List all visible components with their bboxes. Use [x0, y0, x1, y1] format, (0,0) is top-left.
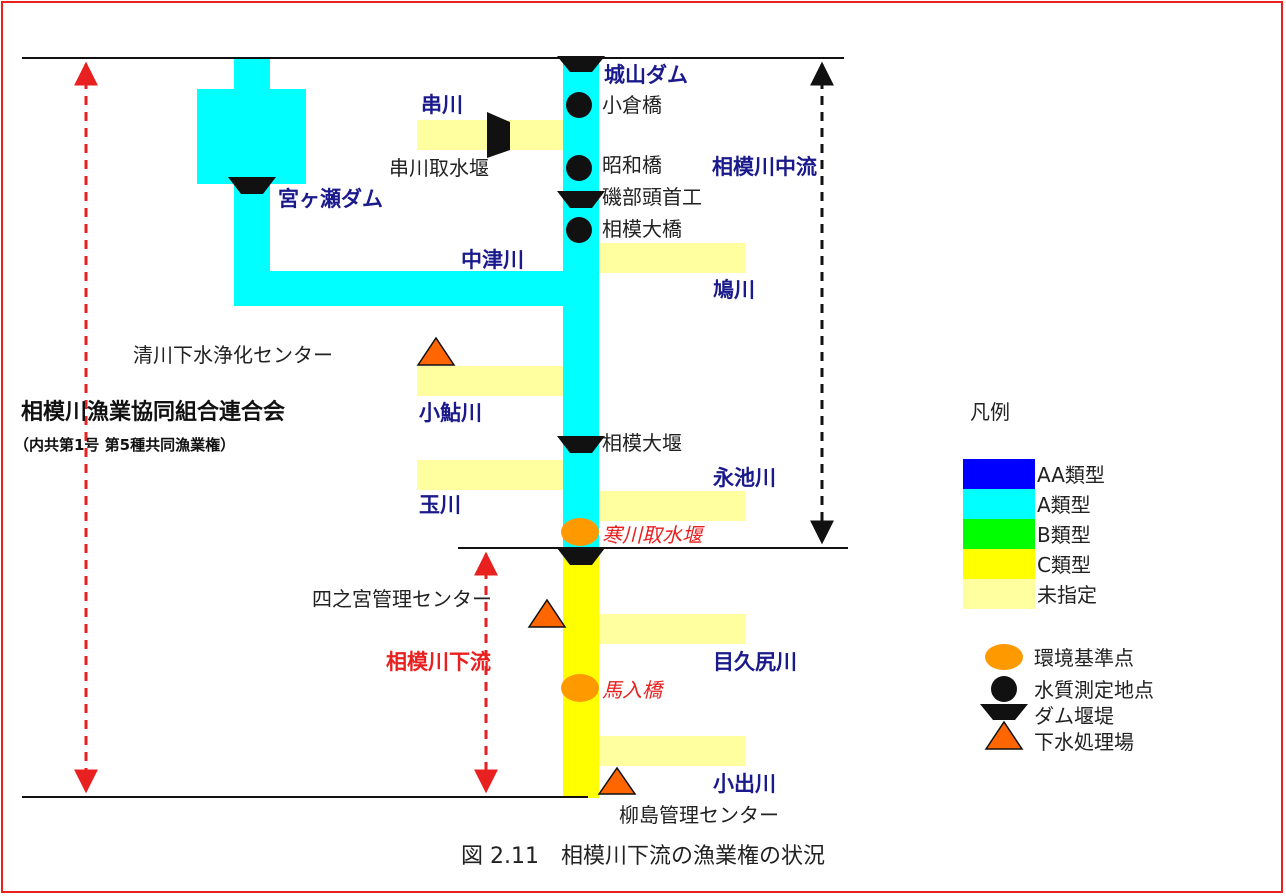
miyagase-lake — [197, 89, 306, 184]
legend-swatch-a — [963, 489, 1035, 519]
umairi-env-point-icon — [561, 674, 599, 702]
fishery-right-label: （内共第1号 第5種共同漁業権） — [14, 436, 235, 454]
legend-label-unassigned: 未指定 — [1037, 583, 1097, 607]
kiyokawa-plant-icon — [416, 336, 456, 366]
isobe-weir-icon — [557, 191, 605, 208]
fishery-union-label: 相模川漁業協同組合連合会 — [21, 399, 285, 425]
koayugawa-label: 小鮎川 — [419, 401, 482, 425]
nagaikegawa-label: 永池川 — [712, 466, 776, 490]
legend-swatch-c — [963, 549, 1035, 579]
orange-ellipse-icon — [985, 644, 1023, 670]
miyagase-dam-icon — [228, 177, 276, 194]
legend: 凡例 AA類型 A類型 B類型 C類型 未指定 環境基準点 水質測定地点 ダム堰… — [963, 400, 1154, 754]
legend-label-measure-point: 水質測定地点 — [1034, 678, 1154, 702]
nagaikegawa-band — [598, 491, 746, 521]
ogura-bridge-point-icon — [566, 92, 592, 118]
yanagishima-center-label: 柳島管理センター — [619, 803, 779, 827]
legend-label-aa: AA類型 — [1037, 463, 1105, 487]
hatogawa-band — [598, 243, 746, 273]
legend-label-c: C類型 — [1037, 553, 1091, 577]
legend-label-sewage: 下水処理場 — [1034, 730, 1134, 754]
tamagawa-label: 玉川 — [419, 493, 461, 517]
kushikawa-weir-label: 串川取水堰 — [389, 156, 489, 180]
kiyokawa-center-label: 清川下水浄化センター — [133, 343, 333, 367]
sagami-ohashi-label: 相模大橋 — [602, 217, 682, 241]
sagami-ohashi-point-icon — [566, 217, 592, 243]
miyagase-dam-label: 宮ヶ瀬ダム — [278, 187, 383, 211]
samukawa-weir-label: 寒川取水堰 — [602, 523, 705, 547]
shiroyama-dam-icon — [557, 56, 605, 72]
legend-swatch-b — [963, 519, 1035, 549]
mekujirigawa-band — [598, 614, 746, 644]
legend-swatch-unassigned — [963, 579, 1035, 609]
hatogawa-label: 鳩川 — [713, 278, 755, 302]
yanagishima-plant-icon — [597, 766, 637, 795]
legend-swatch-aa — [963, 459, 1035, 489]
dam-trapezoid-icon — [980, 704, 1028, 720]
sagamigawa-a-type — [563, 58, 599, 548]
showa-bridge-label: 昭和橋 — [602, 153, 662, 177]
legend-label-dam: ダム堰堤 — [1034, 704, 1114, 728]
legend-label-env-point: 環境基準点 — [1034, 646, 1134, 670]
kushikawa-weir-icon — [487, 112, 510, 158]
orange-triangle-icon — [984, 720, 1024, 750]
sagami-weir-icon — [557, 436, 605, 453]
black-circle-icon — [991, 676, 1017, 702]
koidegawa-label: 小出川 — [713, 772, 776, 796]
koayugawa-band — [417, 366, 563, 396]
sagamigawa-middle-label: 相模川中流 — [712, 155, 817, 179]
shinomiya-center-label: 四之宮管理センター — [312, 587, 492, 611]
isobe-weir-label: 磯部頭首工 — [602, 185, 702, 209]
legend-label-b: B類型 — [1037, 523, 1091, 547]
shinomiya-plant-icon — [527, 598, 567, 628]
samukawa-dam-icon — [557, 548, 605, 565]
kushikawa-label: 串川 — [421, 93, 463, 117]
tamagawa-band — [417, 460, 563, 490]
shiroyama-dam-label: 城山ダム — [604, 63, 688, 87]
nakatsugawa-upper — [234, 58, 270, 89]
umairi-bridge-label: 馬入橋 — [602, 678, 665, 702]
sagami-weir-label: 相模大堰 — [602, 431, 682, 455]
showa-bridge-point-icon — [566, 155, 592, 181]
nakatsugawa-horizontal — [234, 271, 564, 306]
mekujirigawa-label: 目久尻川 — [713, 650, 797, 674]
sagamigawa-c-type — [563, 548, 599, 798]
samukawa-env-point-icon — [561, 518, 599, 546]
sagamigawa-lower-label: 相模川下流 — [386, 650, 491, 674]
figure-caption: 図 2.11 相模川下流の漁業権の状況 — [461, 844, 825, 869]
nakatsugawa-label: 中津川 — [461, 248, 524, 272]
legend-title: 凡例 — [970, 400, 1010, 424]
koidegawa-band — [598, 736, 746, 766]
legend-label-a: A類型 — [1037, 493, 1091, 517]
ogura-bridge-label: 小倉橋 — [602, 93, 662, 117]
